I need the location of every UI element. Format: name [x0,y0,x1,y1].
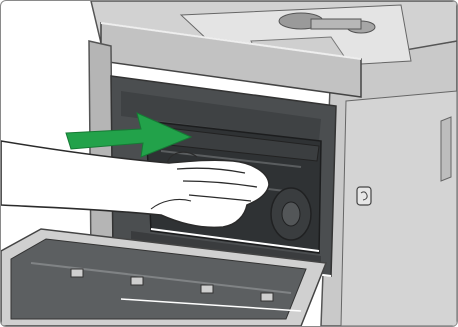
printer-side-edge [341,91,457,326]
printer-left-frame [89,41,113,261]
side-vent [441,117,451,181]
side-button-icon [357,187,371,205]
